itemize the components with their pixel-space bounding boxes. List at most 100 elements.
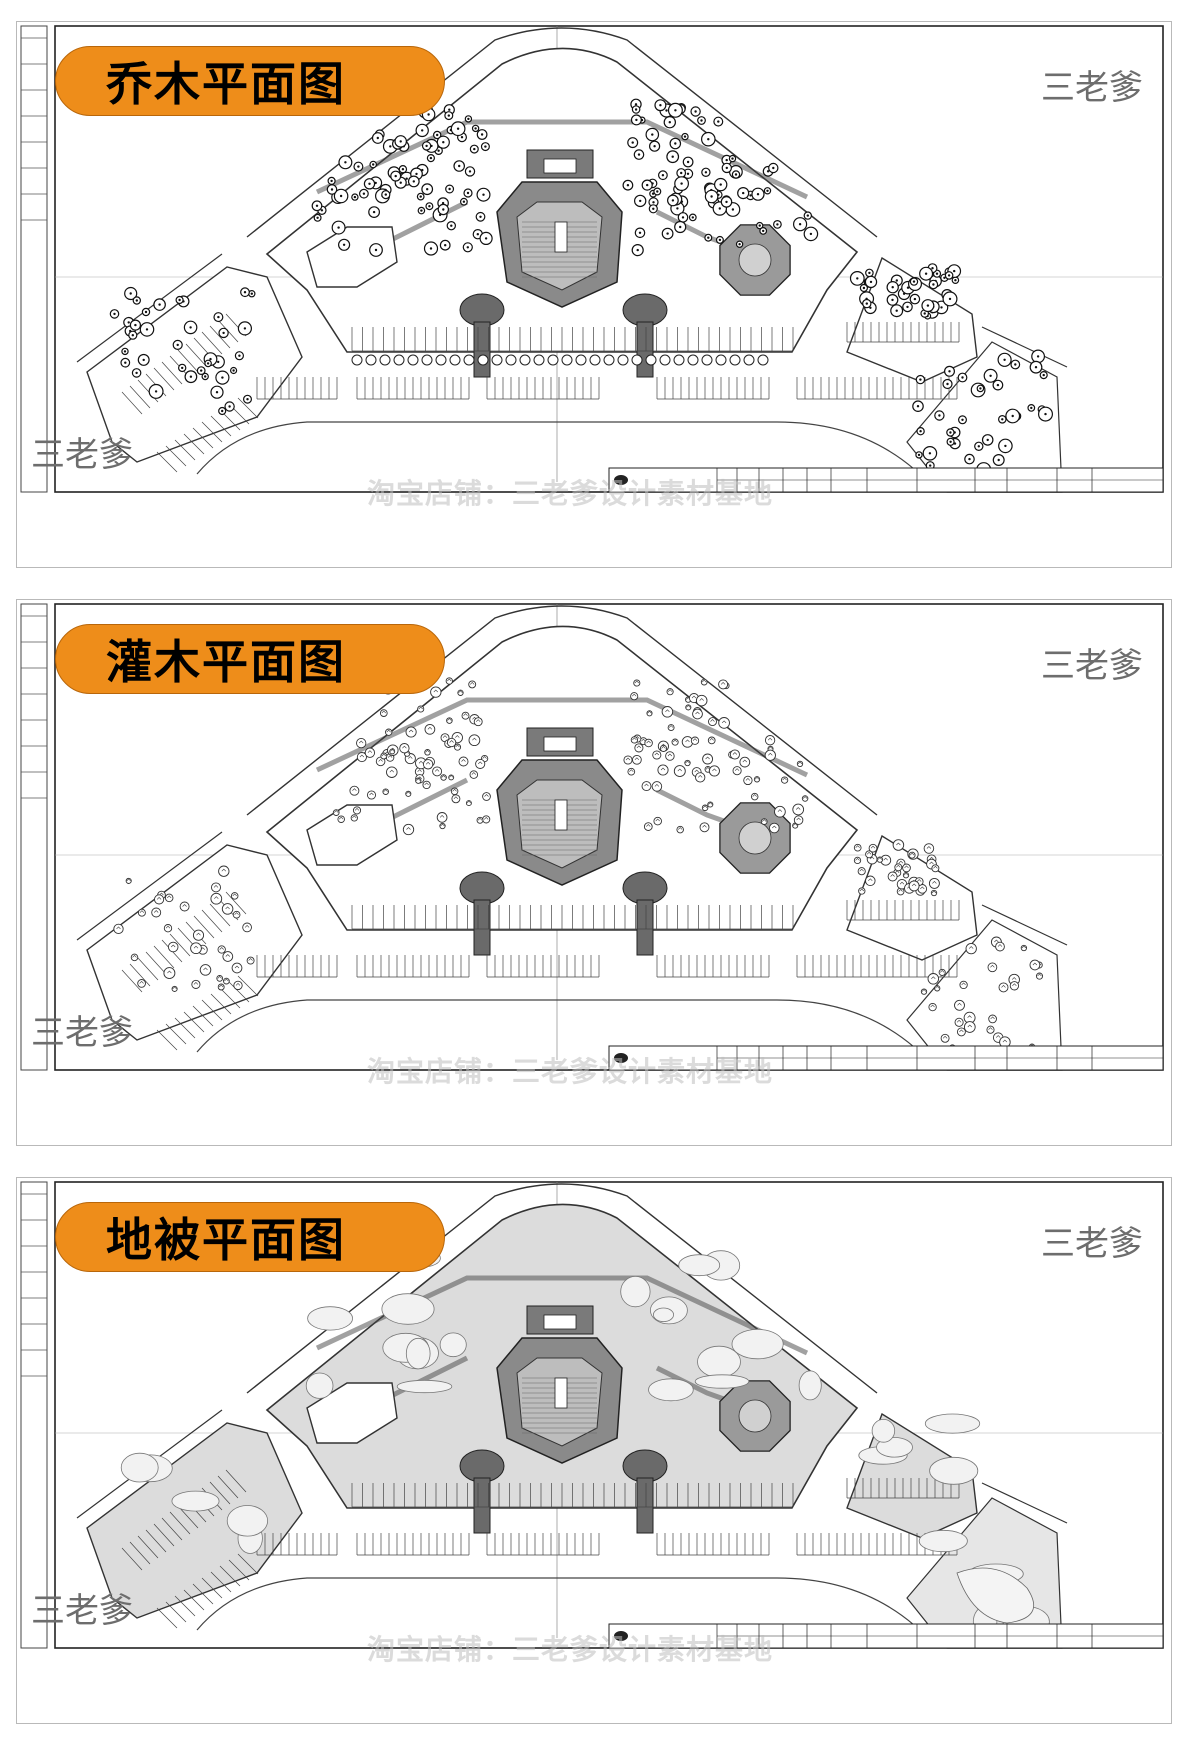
shrub-mark — [792, 823, 798, 826]
entry-node — [459, 293, 505, 327]
tree-trunk — [427, 113, 430, 116]
tree-trunk — [135, 299, 138, 302]
shrub-symbol — [163, 967, 176, 980]
shrub-symbol — [432, 766, 443, 777]
shrub-mark — [968, 946, 974, 949]
street-tree — [477, 354, 489, 366]
tree-trunk — [389, 145, 392, 148]
shrub-symbol — [908, 880, 920, 892]
shrub-mark — [702, 805, 708, 809]
shrub-mark — [225, 906, 230, 910]
shrub-mark — [235, 982, 241, 986]
watermark-left: 三老爹 — [31, 1591, 133, 1631]
shrub-symbol — [643, 822, 653, 831]
shrub-mark — [383, 789, 388, 792]
tree-trunk — [426, 188, 429, 191]
parking-stall — [137, 1535, 159, 1559]
tree-trunk — [676, 207, 679, 210]
groundcover-patch — [924, 1413, 981, 1434]
tree-trunk — [158, 303, 161, 306]
tree-trunk — [368, 182, 371, 185]
shrub-mark — [139, 910, 145, 913]
tree-trunk — [912, 280, 916, 283]
shrub-mark — [904, 865, 909, 869]
shrub-mark — [482, 756, 487, 759]
shrub-mark — [667, 753, 673, 757]
shrub-symbol — [424, 723, 436, 735]
groundcover-patch — [405, 1337, 431, 1370]
shrub-symbol — [468, 680, 477, 689]
shrub-symbol — [954, 999, 965, 1011]
shrub-mark — [629, 769, 634, 772]
tree-trunk — [913, 297, 917, 301]
street-tree — [365, 354, 377, 366]
groundcover-patch — [305, 1372, 334, 1399]
shrub-symbol — [154, 894, 165, 905]
shrub-mark — [768, 752, 773, 756]
street-tree — [687, 354, 699, 366]
shrub-symbol — [695, 694, 708, 707]
shrub-mark — [677, 768, 683, 772]
parking-stall — [121, 1547, 143, 1571]
tree-trunk — [232, 369, 235, 372]
shrub-mark — [1001, 984, 1006, 988]
shrub-symbol — [457, 689, 464, 696]
parking-stall — [209, 903, 231, 927]
shrub-mark — [475, 719, 481, 722]
street-tree — [603, 354, 615, 366]
tree-trunk — [938, 414, 941, 417]
parking-stall — [165, 1601, 187, 1623]
shrub-mark — [463, 713, 468, 716]
shrub-symbol — [337, 815, 345, 823]
shrub-symbol — [940, 1033, 950, 1043]
shrub-symbol — [233, 980, 243, 991]
tree-trunk — [666, 232, 669, 235]
shrub-symbol — [676, 825, 684, 834]
shrub-symbol — [934, 985, 941, 992]
shrub-symbol — [223, 977, 230, 985]
shrub-mark — [458, 690, 463, 694]
shrub-mark — [870, 845, 876, 849]
tree-trunk — [948, 370, 951, 373]
tree-trunk — [357, 165, 360, 168]
tree-trunk — [891, 286, 894, 289]
shrub-mark — [672, 739, 678, 743]
shrub-mark — [797, 761, 803, 765]
parking-stall — [129, 385, 151, 409]
shrub-mark — [709, 737, 714, 741]
tree-trunk — [178, 298, 181, 302]
shrub-mark — [484, 794, 489, 797]
shrub-symbol — [665, 751, 675, 761]
shrub-mark — [406, 827, 411, 830]
shrub-mark — [899, 881, 905, 885]
shrub-mark — [1021, 945, 1027, 949]
parking-stall — [129, 963, 151, 987]
parking-stall — [228, 1559, 250, 1581]
shrub-mark — [677, 827, 683, 830]
shrub-symbol — [1035, 972, 1044, 980]
tree-trunk — [437, 149, 440, 152]
shrub-mark — [455, 744, 460, 748]
parking-stall — [210, 415, 232, 437]
shrub-mark — [768, 746, 773, 750]
shrub-mark — [165, 925, 171, 929]
shrub-symbol — [685, 704, 692, 711]
tree-trunk — [631, 141, 634, 144]
shrub-mark — [646, 824, 651, 827]
tree-trunk — [707, 138, 710, 141]
shrub-mark — [447, 678, 452, 682]
tree-trunk — [946, 382, 949, 386]
tree-trunk — [419, 195, 422, 198]
shrub-mark — [381, 710, 387, 714]
tree-trunk — [766, 189, 769, 192]
shrub-mark — [381, 753, 387, 757]
inner-path — [315, 697, 809, 778]
parking-stall — [192, 1583, 214, 1605]
tree-trunk — [228, 405, 231, 408]
drawing-side-strip — [20, 603, 48, 1071]
tree-trunk — [420, 209, 423, 212]
tree-trunk — [145, 328, 149, 331]
shrub-symbol — [673, 765, 686, 778]
shrub-symbol — [113, 923, 124, 935]
tree-trunk — [862, 286, 866, 290]
